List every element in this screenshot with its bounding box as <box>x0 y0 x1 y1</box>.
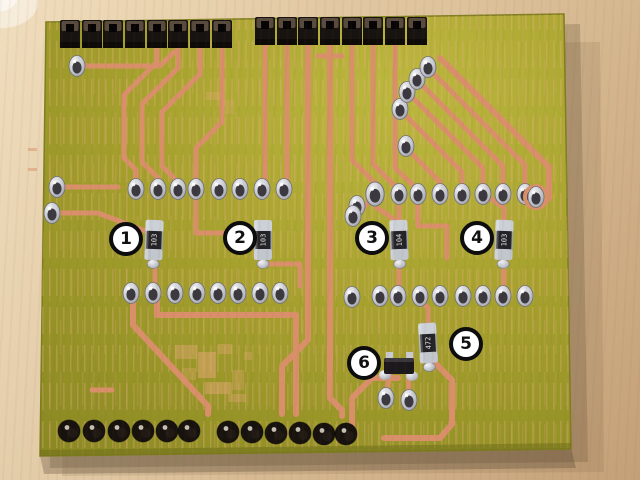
solder-pad <box>210 178 228 200</box>
resistor-4: 103 <box>493 219 515 270</box>
solder-pad <box>494 285 512 307</box>
header-pin <box>155 419 179 443</box>
solder-pad <box>122 282 140 304</box>
callout-2: 2 <box>223 221 257 255</box>
solder-pad <box>169 178 187 200</box>
solder-pad <box>377 387 395 409</box>
solder-pad <box>149 178 167 200</box>
header-pin <box>298 17 318 45</box>
callout-6: 6 <box>347 346 381 380</box>
svg-text:103: 103 <box>150 234 158 247</box>
solder-pad <box>275 178 293 200</box>
callout-2-label: 2 <box>234 228 246 248</box>
header-pin <box>107 419 131 443</box>
solder-pad <box>365 181 385 207</box>
solder-pad <box>188 282 206 304</box>
header-pin <box>168 20 188 48</box>
board-bottom-edge <box>40 443 571 456</box>
header-pin <box>407 17 427 45</box>
solder-pad <box>453 183 471 205</box>
callout-5: 5 <box>449 327 483 361</box>
header-pin <box>334 422 358 446</box>
callout-1: 1 <box>109 222 143 256</box>
header-pin <box>190 20 210 48</box>
solder-pad <box>390 183 408 205</box>
solder-pad <box>454 285 472 307</box>
solder-pad <box>474 183 492 205</box>
resistor-1: 103 <box>143 219 165 270</box>
callout-4-label: 4 <box>471 228 483 248</box>
solder-pad <box>144 282 162 304</box>
header-pin <box>312 422 336 446</box>
callout-4: 4 <box>460 221 494 255</box>
header-pin <box>288 421 312 445</box>
callout-5-label: 5 <box>460 334 472 354</box>
resistor-5: 472 <box>417 322 439 373</box>
header-pin <box>82 20 102 48</box>
header-pin <box>277 17 297 45</box>
callout-6-label: 6 <box>358 353 370 373</box>
solder-pad <box>231 178 249 200</box>
solder-pad <box>516 285 534 307</box>
header-pin <box>147 20 167 48</box>
header-pin <box>385 17 405 45</box>
solder-pad <box>187 178 205 200</box>
header-pin <box>60 20 80 48</box>
solder-pad <box>419 56 437 78</box>
solder-pad <box>48 176 66 198</box>
transistor-q6 <box>379 352 418 381</box>
solder-pad <box>474 285 492 307</box>
solder-pad <box>344 205 362 227</box>
header-pin <box>240 420 264 444</box>
solder-pad <box>271 282 289 304</box>
svg-text:103: 103 <box>260 234 268 247</box>
pad-row-upper-right <box>344 181 549 227</box>
resistor-2: 103 <box>253 219 273 269</box>
solder-pad <box>400 389 418 411</box>
solder-pad <box>209 282 227 304</box>
solder-pad <box>431 183 449 205</box>
svg-text:472: 472 <box>424 336 433 349</box>
lens-glare <box>0 0 38 28</box>
solder-pad <box>494 183 512 205</box>
header-pin <box>57 419 81 443</box>
solder-pad <box>43 202 61 224</box>
solder-pad <box>431 285 449 307</box>
svg-text:104: 104 <box>395 234 403 247</box>
header-pin <box>216 420 240 444</box>
svg-text:103: 103 <box>500 234 508 247</box>
header-pin <box>264 421 288 445</box>
header-pin <box>82 419 106 443</box>
solder-pad <box>527 186 545 208</box>
header-pin <box>342 17 362 45</box>
solder-pad <box>411 285 429 307</box>
copper-fill-patches <box>175 92 252 402</box>
solder-pad <box>371 285 389 307</box>
solder-pad <box>251 282 269 304</box>
header-pin <box>103 20 123 48</box>
callout-3: 3 <box>355 221 389 255</box>
solder-pad <box>68 55 86 77</box>
header-pin <box>125 20 145 48</box>
solder-pad <box>127 178 145 200</box>
header-pin <box>177 419 201 443</box>
resistor-3: 104 <box>388 219 410 270</box>
header-pin <box>320 17 340 45</box>
copper-traces <box>49 43 552 441</box>
solder-pad <box>397 135 415 157</box>
header-pin <box>212 20 232 48</box>
solder-pad <box>253 178 271 200</box>
solder-pad <box>229 282 247 304</box>
header-pin <box>255 17 275 45</box>
solder-pad <box>166 282 184 304</box>
callout-1-label: 1 <box>120 229 132 249</box>
header-pin <box>131 419 155 443</box>
solder-pad <box>389 285 407 307</box>
solder-pad <box>409 183 427 205</box>
header-pin <box>363 17 383 45</box>
callout-3-label: 3 <box>366 228 378 248</box>
solder-pad <box>343 286 361 308</box>
